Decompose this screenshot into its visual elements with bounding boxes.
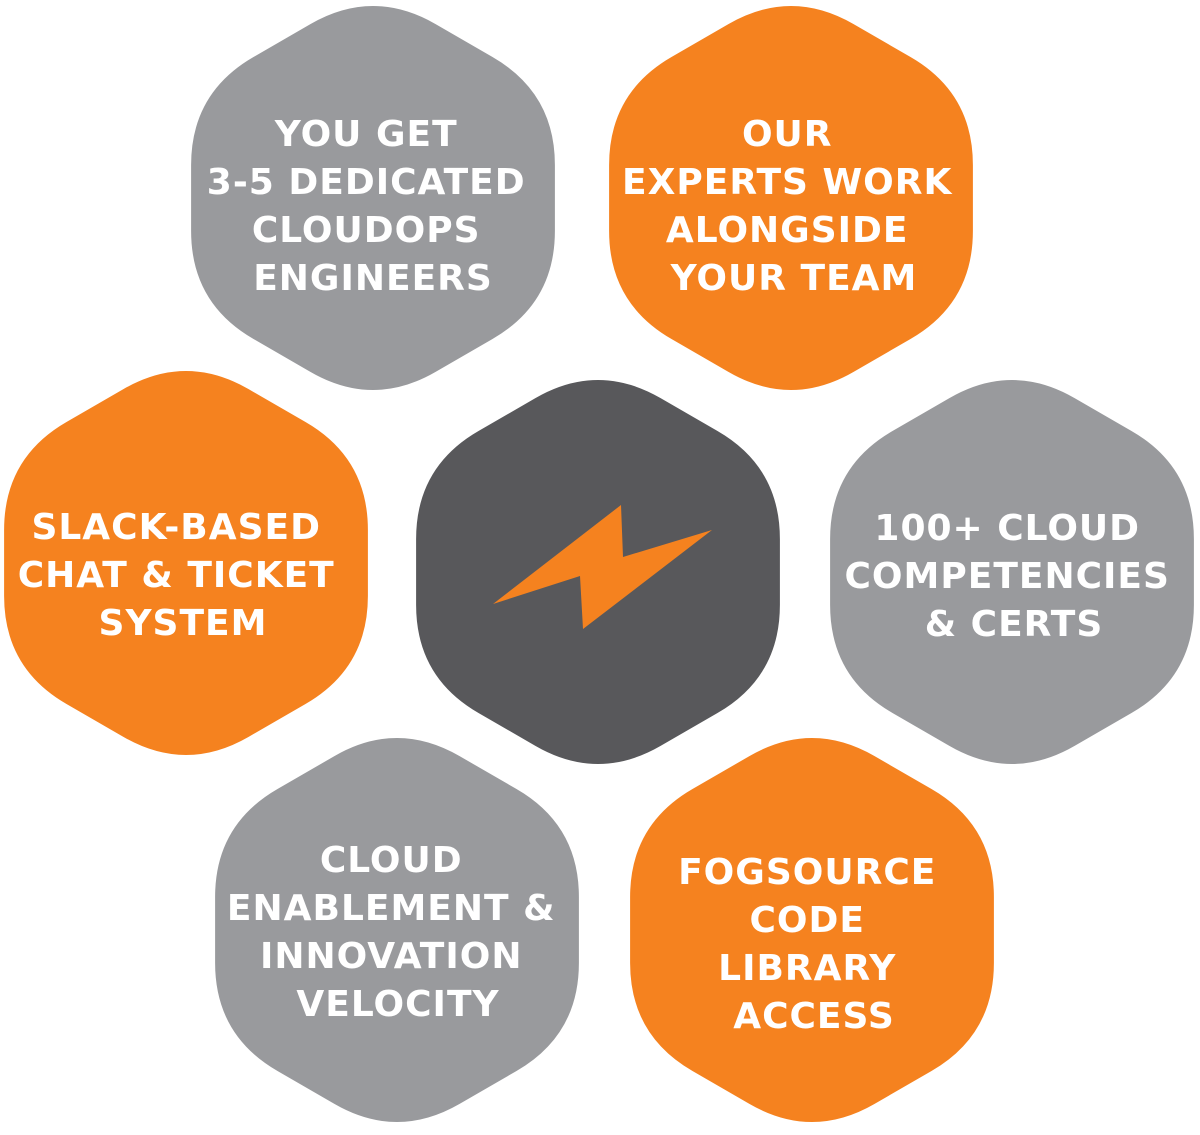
hexagon-shape [191,6,555,390]
lightning-bolt-icon [493,505,712,629]
hexagon-cloud-enablement: CLOUD ENABLEMENT & INNOVATION VELOCITY [215,738,579,1122]
svg-text:FOGSOURCE CODE LIB: FOGSOURCE CODE LIBRARY ACCESS [678,852,950,1037]
svg-text:100+ CLOUD COMPETENCIES: 100+ CLOUD COMPETENCIES & CERTS [845,508,1184,645]
hexagon-shape [215,738,579,1122]
svg-text:CLOUD ENABLEMENT &: CLOUD ENABLEMENT & INNOVATION VELOCITY [227,840,569,1025]
svg-text:SLACK-BASED CHAT & TICKE: SLACK-BASED CHAT & TICKET SYSTEM [18,507,349,644]
svg-text:YOU GET 3-5 DEDICATED: YOU GET 3-5 DEDICATED CLOUDOPS ENGINEERS [207,114,539,299]
hexagon-text-line: & CERTS [925,604,1104,645]
hexagon-text-line: YOU GET [274,114,458,155]
center-hexagon [416,380,780,764]
hexagon-text-line: FOGSOURCE [678,852,936,893]
hexagon-text-line: OUR [742,114,833,155]
hexagon-text-line: INNOVATION [260,936,522,977]
hexagon-text-line: COMPETENCIES [845,556,1170,597]
hexagon-text-line: VELOCITY [296,984,499,1025]
hexagon-text-line: SYSTEM [99,603,268,644]
hexagon-text-line: CODE [749,900,865,941]
hexagon-text-line: EXPERTS WORK [622,162,952,203]
hexagon-experts-alongside-team: OUR EXPERTS WORK ALONGSIDE YOUR TEAM [609,6,973,390]
hexagon-text-line: LIBRARY [718,948,896,989]
hexagon-dedicated-engineers: YOU GET 3-5 DEDICATED CLOUDOPS ENGINEERS [191,6,555,390]
hexagon-text-line: ACCESS [733,996,895,1037]
hexagon-text-line: CLOUD [320,840,463,881]
hexagon-text-line: 3-5 DEDICATED [207,162,526,203]
hexagon-text-line: CHAT & TICKET [18,555,335,596]
hexagon-text-line: 100+ CLOUD [874,508,1140,549]
hexagon-text-line: ENGINEERS [253,258,493,299]
hexagon-text-line: ALONGSIDE [666,210,909,251]
hexagon-shape [4,371,368,755]
hexagon-text-line: YOUR TEAM [670,258,918,299]
svg-text:OUR EXPERTS WORK A: OUR EXPERTS WORK ALONGSIDE YOUR TEAM [622,114,966,299]
hexagon-slack-chat-ticket: SLACK-BASED CHAT & TICKET SYSTEM [4,371,368,755]
hexagon-text-line: ENABLEMENT & [227,888,556,929]
hexagon-text-line: SLACK-BASED [31,507,321,548]
hexagon-shape [609,6,973,390]
hexagon-text-line: CLOUDOPS [252,210,481,251]
hexagon-shape [830,380,1194,764]
hexagon-shape [630,738,994,1122]
hexagon-fogsource-library: FOGSOURCE CODE LIBRARY ACCESS [630,738,994,1122]
hexagon-cloud-competencies: 100+ CLOUD COMPETENCIES & CERTS [830,380,1194,764]
